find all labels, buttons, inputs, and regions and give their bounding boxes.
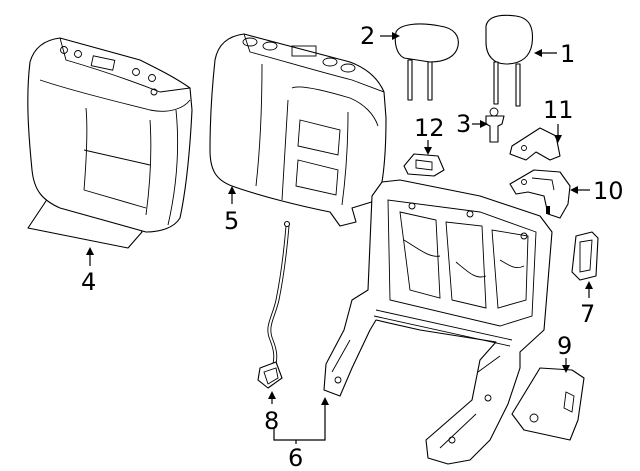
callout-3: 3	[456, 110, 471, 138]
callout-2: 2	[360, 22, 375, 50]
seat-back-frame-drawing[interactable]	[323, 179, 553, 465]
cover-cap-drawing[interactable]	[403, 153, 445, 177]
headrest-left-drawing[interactable]	[394, 23, 459, 101]
callout-12: 12	[414, 114, 445, 142]
leader-lines	[86, 32, 593, 444]
callout-labels: 1 2 3 4 5 6 7 8 9 10 11 12	[81, 22, 624, 471]
latch-assembly-drawing[interactable]	[509, 169, 571, 219]
headrest-guide-drawing[interactable]	[485, 107, 505, 143]
seat-back-pad-drawing[interactable]	[209, 33, 387, 227]
callout-9: 9	[557, 332, 572, 360]
callout-8: 8	[264, 407, 279, 435]
side-trim-panel-drawing[interactable]	[511, 367, 585, 441]
release-cable-drawing[interactable]	[257, 220, 291, 389]
latch-bezel-drawing[interactable]	[571, 231, 599, 281]
callout-10: 10	[593, 177, 624, 205]
callout-11: 11	[543, 96, 574, 124]
callout-5: 5	[224, 207, 239, 235]
seat-back-cover-drawing[interactable]	[27, 37, 193, 249]
callout-6: 6	[288, 444, 303, 471]
bracket-drawing[interactable]	[509, 127, 561, 161]
callout-7: 7	[580, 300, 595, 328]
headrest-right-drawing[interactable]	[485, 14, 534, 107]
callout-4: 4	[81, 268, 96, 296]
callout-1: 1	[560, 40, 575, 68]
